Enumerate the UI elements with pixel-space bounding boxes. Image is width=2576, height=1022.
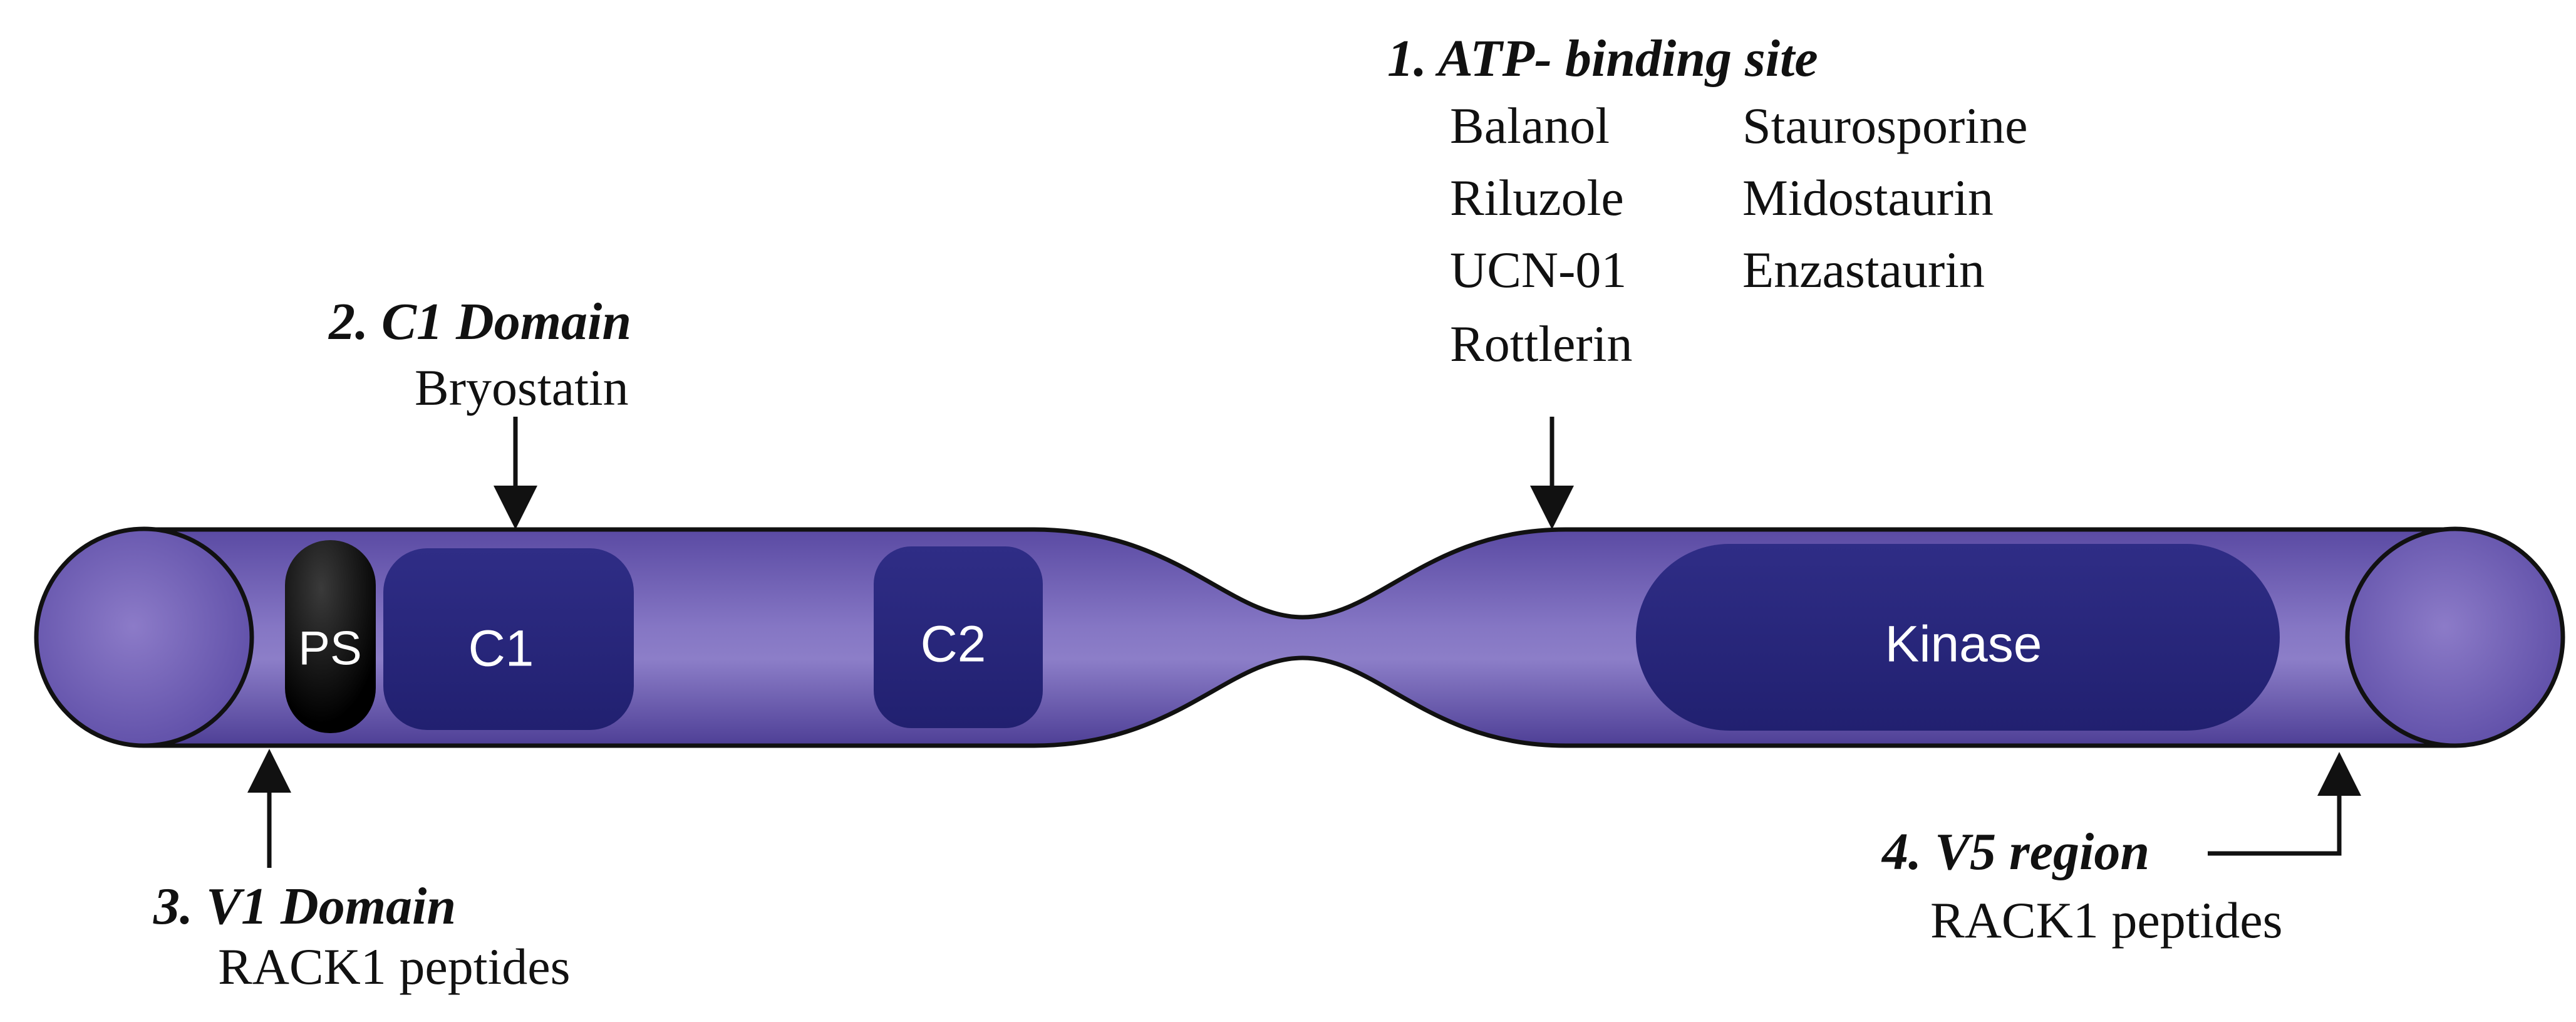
v5-site-arrow [2208, 752, 2361, 856]
n-terminal-cap [34, 526, 254, 748]
ps-domain [285, 540, 376, 733]
atp-drug-balanol: Balanol [1450, 97, 1610, 154]
kinase-domain [1636, 544, 2280, 731]
c1-drug-bryostatin: Bryostatin [415, 359, 629, 416]
atp-drug-ucn01: UCN-01 [1450, 241, 1627, 298]
atp-drug-riluzole: Riluzole [1450, 169, 1624, 226]
atp-drug-midostaurin: Midostaurin [1742, 169, 1994, 226]
atp-drug-enzastaurin: Enzastaurin [1742, 241, 1985, 298]
c1-domain [383, 548, 634, 730]
atp-site-title: 1. ATP- binding site [1387, 29, 1818, 88]
atp-drug-staurosporine: Staurosporine [1742, 97, 2028, 154]
c-terminal-cap [2345, 526, 2565, 748]
v5-drug-rack1: RACK1 peptides [1930, 892, 2283, 949]
kinase-label: Kinase [1885, 616, 2042, 673]
c2-label: C2 [921, 616, 986, 673]
v1-drug-rack1: RACK1 peptides [218, 938, 571, 995]
v1-site-title: 3. V1 Domain [153, 877, 457, 936]
ps-label: PS [298, 622, 361, 675]
c2-domain [874, 546, 1043, 728]
c1-label: C1 [468, 620, 534, 677]
atp-drug-rottlerin: Rottlerin [1450, 315, 1633, 372]
v5-site-title: 4. V5 region [1882, 823, 2150, 881]
c1-site-title: 2. C1 Domain [329, 293, 632, 351]
